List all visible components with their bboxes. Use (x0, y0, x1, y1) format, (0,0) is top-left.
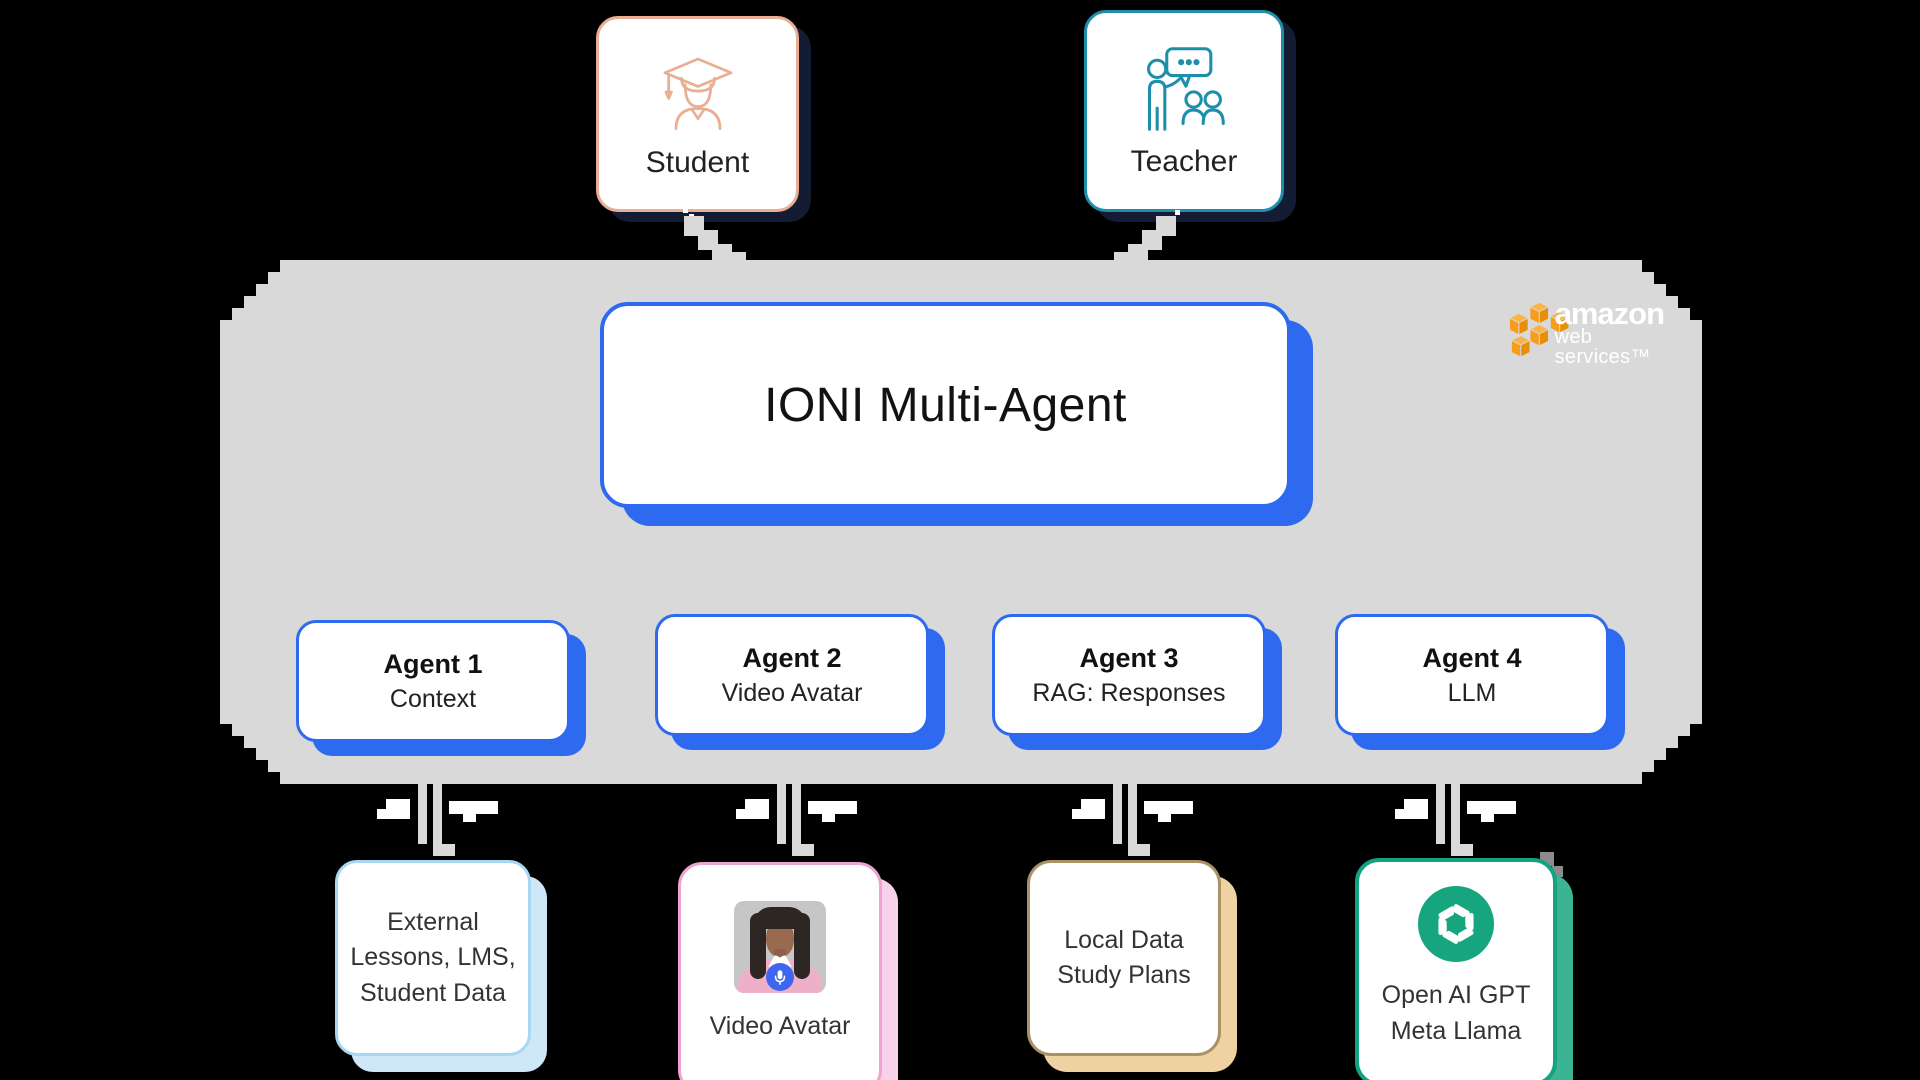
teacher-card: Teacher (1084, 10, 1284, 212)
local-data-label: Local Data Study Plans (1057, 925, 1191, 990)
video-avatar-photo (734, 901, 826, 993)
aws-logo: amazon web services™ (1504, 296, 1684, 368)
agent-1-subtitle: Context (389, 684, 477, 713)
external-data-card: External Lessons, LMS, Student Data (335, 860, 531, 1056)
connector-mark (1072, 809, 1105, 819)
agent-4-title: Agent 4 (1422, 642, 1522, 673)
connector-foot (1137, 844, 1150, 856)
microphone-icon (774, 970, 786, 985)
connector-mark (1081, 799, 1105, 809)
connector-bar (777, 784, 786, 844)
connector-mark (1481, 814, 1494, 822)
aws-cubes-icon (1508, 301, 1570, 358)
connector-mark (1395, 809, 1428, 819)
connector-mark (463, 814, 476, 822)
teacher-link-dot (1175, 210, 1180, 215)
student-card: Student (596, 16, 799, 212)
connector-mark (808, 801, 857, 814)
avatar-hair (754, 907, 806, 929)
connector-bar (1451, 784, 1460, 856)
ioni-multi-agent-box: IONI Multi-Agent (600, 302, 1291, 508)
connector-mark (736, 809, 769, 819)
microphone-button (766, 963, 794, 991)
student-link-dot (683, 208, 688, 213)
aws-logo-text: amazon web services™ (1555, 298, 1684, 367)
agent-2-card: Agent 2 Video Avatar (655, 614, 929, 736)
connector-bar (433, 784, 442, 856)
pixel-decoration (1552, 866, 1563, 877)
aws-text-amazon: amazon (1554, 295, 1665, 331)
llm-providers-card: Open AI GPT Meta Llama (1355, 858, 1557, 1080)
connector-bar (418, 784, 427, 844)
openai-knot-icon (1438, 904, 1474, 944)
agent-2-title: Agent 2 (742, 642, 842, 673)
teacher-label: Teacher (1130, 145, 1238, 178)
connector-mark (1158, 814, 1171, 822)
external-data-label: External Lessons, LMS, Student Data (350, 907, 516, 1007)
connector-mark (1467, 801, 1516, 814)
agent-4-subtitle: LLM (1447, 678, 1497, 707)
agent-1-title: Agent 1 (383, 648, 483, 679)
agent-3-subtitle: RAG: Responses (1032, 678, 1226, 707)
connector-foot (801, 844, 814, 856)
agent-1-card: Agent 1 Context (296, 620, 570, 742)
connector-mark (386, 799, 410, 809)
openai-logo-badge (1418, 886, 1494, 962)
aws-text-web-services: web services™ (1554, 325, 1651, 368)
connector-bar (1128, 784, 1137, 856)
agent-3-card: Agent 3 RAG: Responses (992, 614, 1266, 736)
connector-mark (377, 809, 410, 819)
video-avatar-card: Video Avatar (678, 862, 882, 1080)
student-label: Student (645, 146, 750, 179)
video-avatar-label: Video Avatar (709, 1012, 851, 1040)
teacher-link-dot (1181, 204, 1186, 209)
connector-bar (1113, 784, 1122, 844)
llm-providers-label: Open AI GPT Meta Llama (1381, 981, 1531, 1045)
ioni-title: IONI Multi-Agent (764, 378, 1127, 432)
connector-mark (1404, 799, 1428, 809)
connector-mark (1144, 801, 1193, 814)
agent-4-card: Agent 4 LLM (1335, 614, 1609, 736)
agent-3-title: Agent 3 (1079, 642, 1179, 673)
agent-2-subtitle: Video Avatar (721, 678, 863, 707)
local-data-card: Local Data Study Plans (1027, 860, 1221, 1056)
connector-mark (822, 814, 835, 822)
teacher-presenting-icon (1147, 47, 1225, 131)
connector-foot (442, 844, 455, 856)
graduation-cap-student-icon (663, 57, 732, 131)
connector-mark (745, 799, 769, 809)
avatar-hair (794, 913, 810, 979)
avatar-hair (750, 913, 766, 979)
connector-bar (792, 784, 801, 856)
connector-mark (449, 801, 498, 814)
connector-bar (1436, 784, 1445, 844)
connector-foot (1460, 844, 1473, 856)
